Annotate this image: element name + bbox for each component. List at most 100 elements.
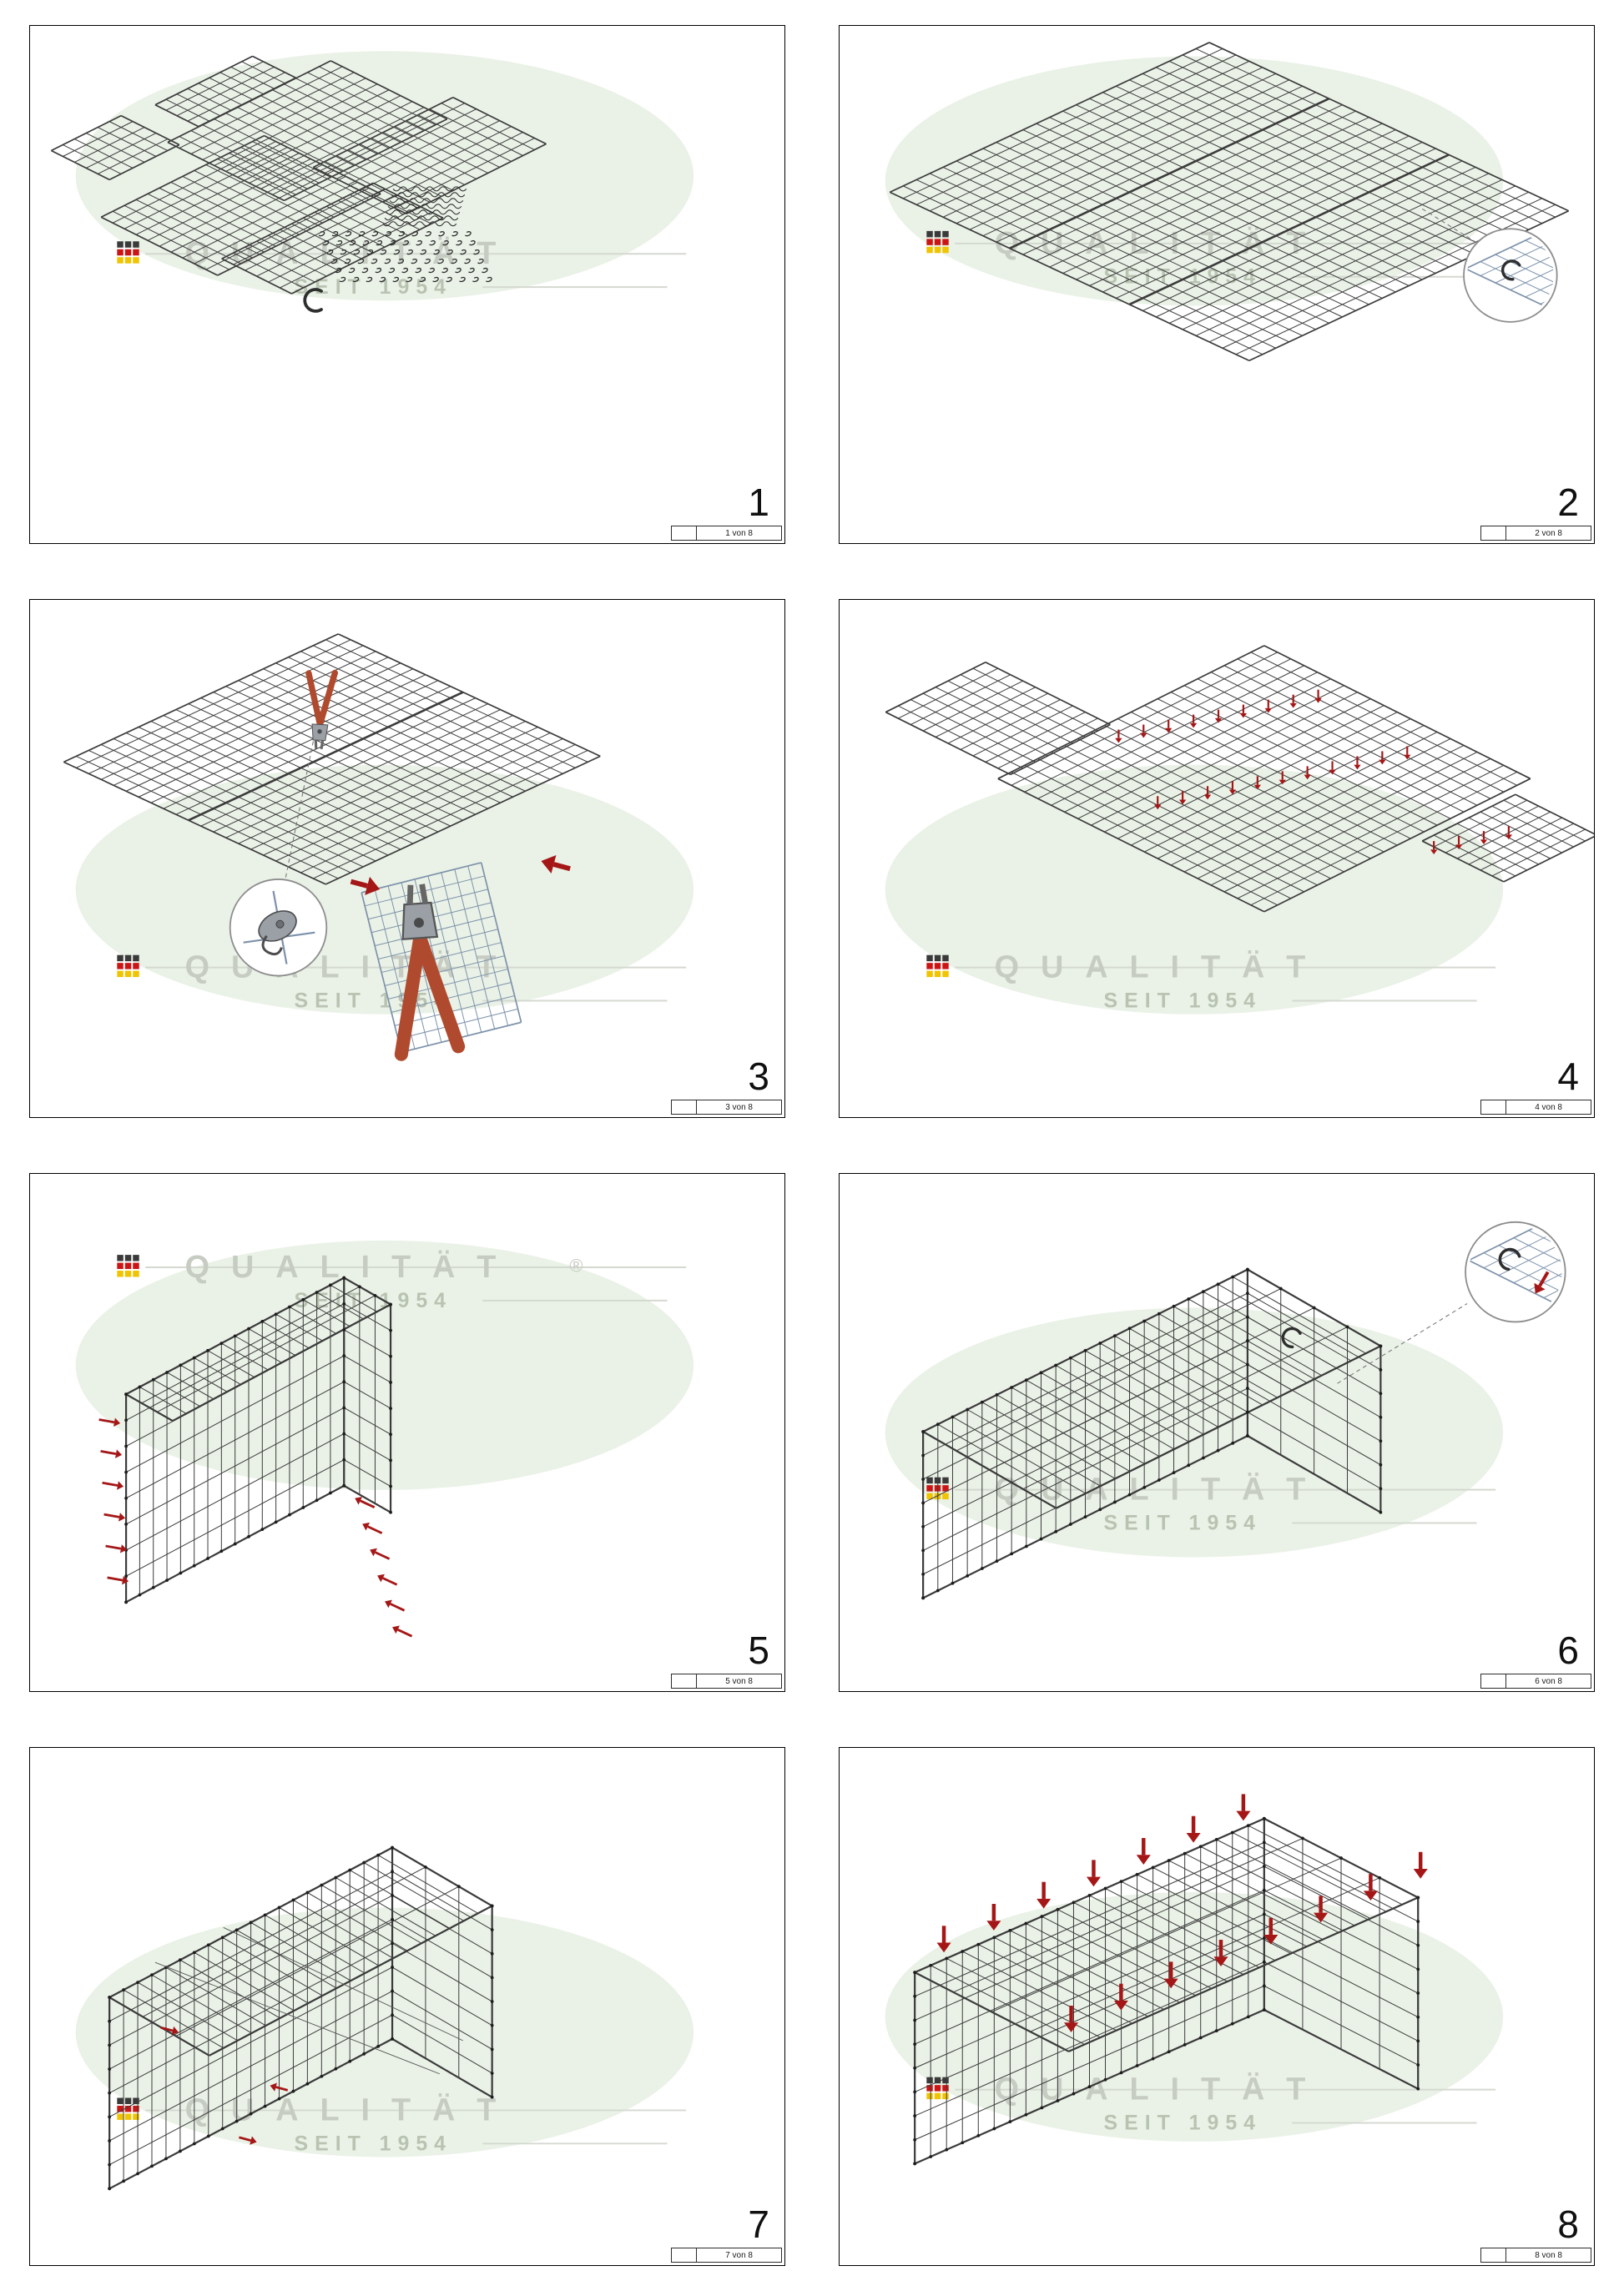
step-panel-4: QUALITÄT SEIT 1954 4 4 von 8 bbox=[839, 599, 1595, 1118]
step-number: 7 bbox=[748, 2203, 769, 2246]
leader-line bbox=[1337, 1303, 1468, 1384]
wire-mesh-panel bbox=[361, 862, 522, 1054]
red-arrow-icon bbox=[541, 855, 571, 874]
watermark-since-text: SEIT 1954 bbox=[295, 275, 452, 299]
clamp-icon bbox=[243, 890, 315, 964]
red-arrow-row bbox=[1064, 1851, 1428, 2032]
step-number: 1 bbox=[748, 481, 769, 524]
wire-mesh-panel bbox=[167, 60, 448, 202]
german-flag-icon bbox=[926, 2077, 949, 2100]
sheet-counter-left-cell bbox=[672, 526, 698, 540]
german-flag-icon bbox=[117, 954, 139, 978]
gabion-basket-mesh bbox=[124, 1276, 392, 1604]
watermark-registered-mark: ® bbox=[569, 1256, 583, 1276]
wire-line bbox=[154, 1961, 441, 2075]
step-number: 2 bbox=[1557, 481, 1579, 524]
sheet-counter-left-cell bbox=[1481, 1674, 1507, 1688]
sheet-counter-label: 3 von 8 bbox=[725, 1103, 753, 1112]
watermark-brand-text: QUALITÄT bbox=[185, 1249, 518, 1285]
sheet-counter-box: 1 von 8 bbox=[671, 526, 782, 541]
sheet-counter-box: 2 von 8 bbox=[1480, 526, 1591, 541]
wire-mesh-panel bbox=[63, 633, 601, 885]
pliers-icon bbox=[305, 669, 339, 750]
leader-line bbox=[1421, 208, 1485, 248]
clip-rings bbox=[318, 231, 492, 283]
step-number: 3 bbox=[748, 1055, 769, 1098]
red-arrow-row bbox=[98, 1417, 129, 1585]
red-arrow-row bbox=[1430, 826, 1513, 855]
sheet-counter-left-cell bbox=[672, 1674, 698, 1688]
german-flag-icon bbox=[117, 241, 139, 264]
german-flag-icon bbox=[117, 1255, 139, 1277]
sheet-counter-label: 5 von 8 bbox=[725, 1677, 753, 1686]
sheet-counter-box: 6 von 8 bbox=[1480, 1674, 1591, 1689]
sheet-counter-left-cell bbox=[672, 2248, 698, 2262]
red-arrow-row bbox=[1154, 746, 1411, 810]
wire-line bbox=[223, 1926, 463, 2042]
german-flag-icon bbox=[117, 2097, 139, 2120]
red-arrow-icon bbox=[350, 876, 381, 895]
step-number: 4 bbox=[1557, 1055, 1579, 1098]
sheet-counter-label: 2 von 8 bbox=[1535, 529, 1562, 538]
sheet-counter-left-cell bbox=[1481, 1100, 1507, 1114]
spiral-rods bbox=[382, 186, 467, 227]
svg-text:®: ® bbox=[569, 1256, 583, 1276]
c-hook-icon bbox=[1281, 1327, 1302, 1349]
sheet-counter-box: 5 von 8 bbox=[671, 1674, 782, 1689]
wire-mesh-panel bbox=[312, 96, 547, 215]
red-arrow-icon bbox=[239, 2136, 257, 2145]
wire-mesh-panel bbox=[997, 645, 1531, 913]
pliers-icon bbox=[394, 884, 466, 1061]
quality-watermark: QUALITÄT SEIT 1954 bbox=[885, 764, 1504, 1015]
gabion-basket-mesh bbox=[913, 1816, 1420, 2166]
leader-line bbox=[284, 741, 314, 882]
step-number: 6 bbox=[1557, 1629, 1579, 1672]
sheet-counter-label: 6 von 8 bbox=[1535, 1677, 1562, 1686]
german-flag-icon bbox=[926, 230, 949, 254]
watermark-brand-text: QUALITÄT bbox=[995, 949, 1328, 985]
sheet-counter-left-cell bbox=[672, 1100, 698, 1114]
step-number: 8 bbox=[1557, 2203, 1579, 2246]
c-hook-icon bbox=[303, 288, 323, 313]
wire-mesh-panel bbox=[50, 114, 180, 181]
c-hook-icon bbox=[1500, 259, 1521, 281]
wire-mesh-panel bbox=[221, 182, 444, 295]
sheet-counter-box: 7 von 8 bbox=[671, 2248, 782, 2263]
gabion-basket-mesh bbox=[921, 1267, 1383, 1600]
red-arrow-row bbox=[355, 1497, 413, 1638]
red-arrow-icon bbox=[1534, 1271, 1550, 1294]
german-flag-icon bbox=[926, 954, 949, 978]
sheet-counter-label: 8 von 8 bbox=[1535, 2251, 1562, 2260]
sheet-counter-box: 8 von 8 bbox=[1480, 2248, 1591, 2263]
wire-mesh-panel bbox=[1421, 793, 1594, 883]
watermark-since-text: SEIT 1954 bbox=[295, 989, 452, 1012]
watermark-since-text: SEIT 1954 bbox=[1104, 265, 1262, 289]
watermark-since-text: SEIT 1954 bbox=[1104, 989, 1262, 1012]
watermark-brand-text: QUALITÄT bbox=[995, 2072, 1328, 2107]
red-arrow-row bbox=[1115, 689, 1322, 743]
detail-magnifier-circle bbox=[1465, 1221, 1566, 1323]
sheet-counter-box: 4 von 8 bbox=[1480, 1100, 1591, 1115]
sheet-counter-box: 3 von 8 bbox=[671, 1100, 782, 1115]
red-arrow-icon bbox=[270, 2082, 289, 2092]
watermark-since-text: SEIT 1954 bbox=[295, 2132, 452, 2155]
